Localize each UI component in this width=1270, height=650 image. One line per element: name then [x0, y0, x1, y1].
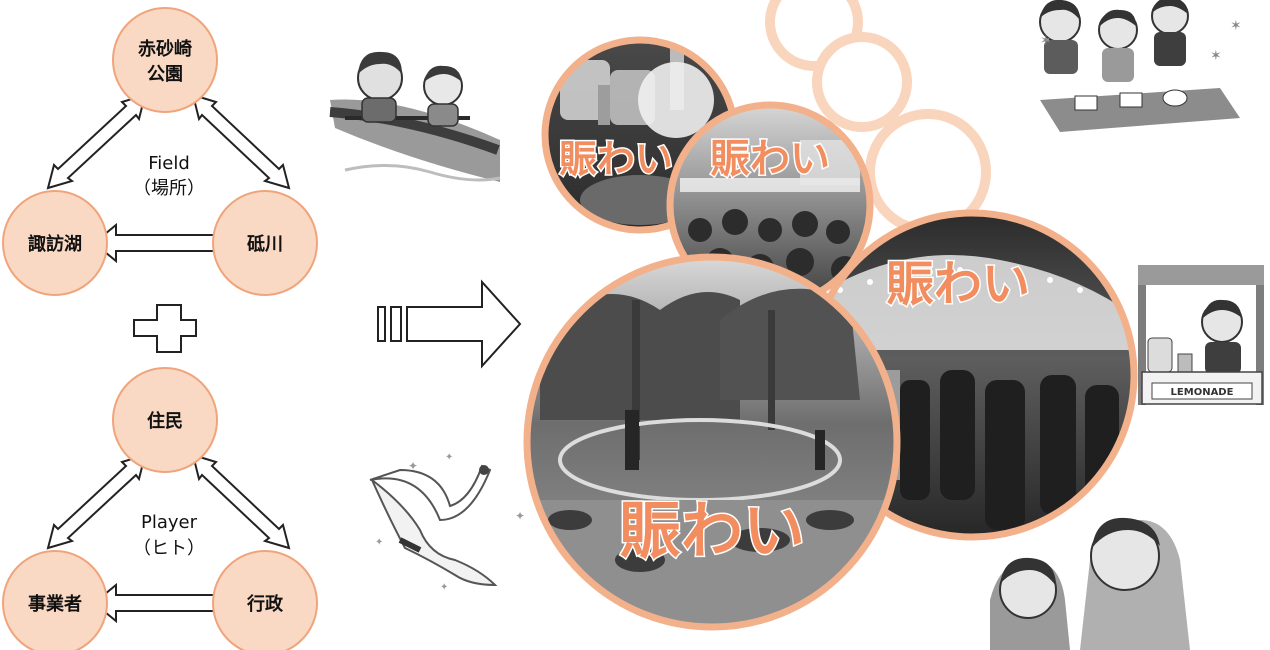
svg-text:✦: ✦: [515, 509, 525, 523]
field-arrow-top-left: [46, 93, 147, 190]
svg-text:✦: ✦: [440, 582, 448, 593]
photo-circle-drinks: 賑わい: [541, 36, 739, 234]
field-node-suwa-lake: [2, 190, 108, 296]
right-arrow-icon: [377, 279, 522, 369]
photo-label-market: 賑わい: [886, 256, 1030, 312]
field-diagram: 赤砂崎 公園 諏訪湖 砥川 Field （場所）: [2, 7, 318, 296]
svg-text:✦: ✦: [408, 459, 418, 473]
picnic-illustration: ✶ ✶ ✶: [1039, 0, 1242, 132]
player-node-government: [212, 550, 318, 650]
player-node-government-label: 行政: [246, 593, 284, 615]
player-diagram: 住民 事業者 行政 Player （ヒト）: [2, 367, 318, 650]
lemonade-stand-illustration: LEMONADE: [1138, 265, 1264, 405]
field-node-suwa-lake-label: 諏訪湖: [28, 233, 82, 255]
player-arrow-top-right: [191, 453, 291, 550]
field-node-togawa: [212, 190, 318, 296]
photo-label-crowd: 賑わい: [710, 136, 830, 182]
svg-text:✶: ✶: [1040, 33, 1052, 49]
player-node-residents-label: 住民: [147, 410, 183, 432]
field-arrow-top-right: [191, 93, 291, 190]
field-center-title: Field: [148, 153, 190, 174]
field-node-togawa-label: 砥川: [247, 233, 283, 255]
field-node-akasunazaki-line1: 赤砂崎: [138, 38, 192, 60]
people-illustration: [990, 517, 1190, 650]
photo-label-drinks: 賑わい: [559, 137, 673, 181]
plus-icon: [133, 304, 197, 353]
player-center-subtitle: （ヒト）: [133, 538, 205, 559]
kayak-illustration: [329, 51, 501, 182]
lemonade-sign-text: LEMONADE: [1171, 387, 1234, 398]
svg-text:✦: ✦: [445, 452, 453, 463]
player-node-business: [2, 550, 108, 650]
field-node-akasunazaki-park: [112, 7, 218, 113]
player-node-residents: [112, 367, 218, 473]
photo-circle-park: 賑わい: [523, 253, 901, 631]
player-arrow-top-left: [46, 453, 147, 550]
field-center-subtitle: （場所）: [133, 178, 205, 199]
svg-text:✦: ✦: [375, 537, 383, 548]
player-center-title: Player: [141, 512, 198, 533]
field-node-akasunazaki-line2: 公園: [147, 64, 183, 85]
svg-text:✶: ✶: [1210, 48, 1222, 64]
photo-label-park: 賑わい: [619, 494, 805, 567]
swan-illustration: ✦ ✦ ✦ ✦ ✦: [369, 452, 525, 593]
player-node-business-label: 事業者: [28, 593, 82, 615]
decorative-bubbles: [765, 0, 991, 235]
svg-text:✶: ✶: [1230, 18, 1242, 34]
